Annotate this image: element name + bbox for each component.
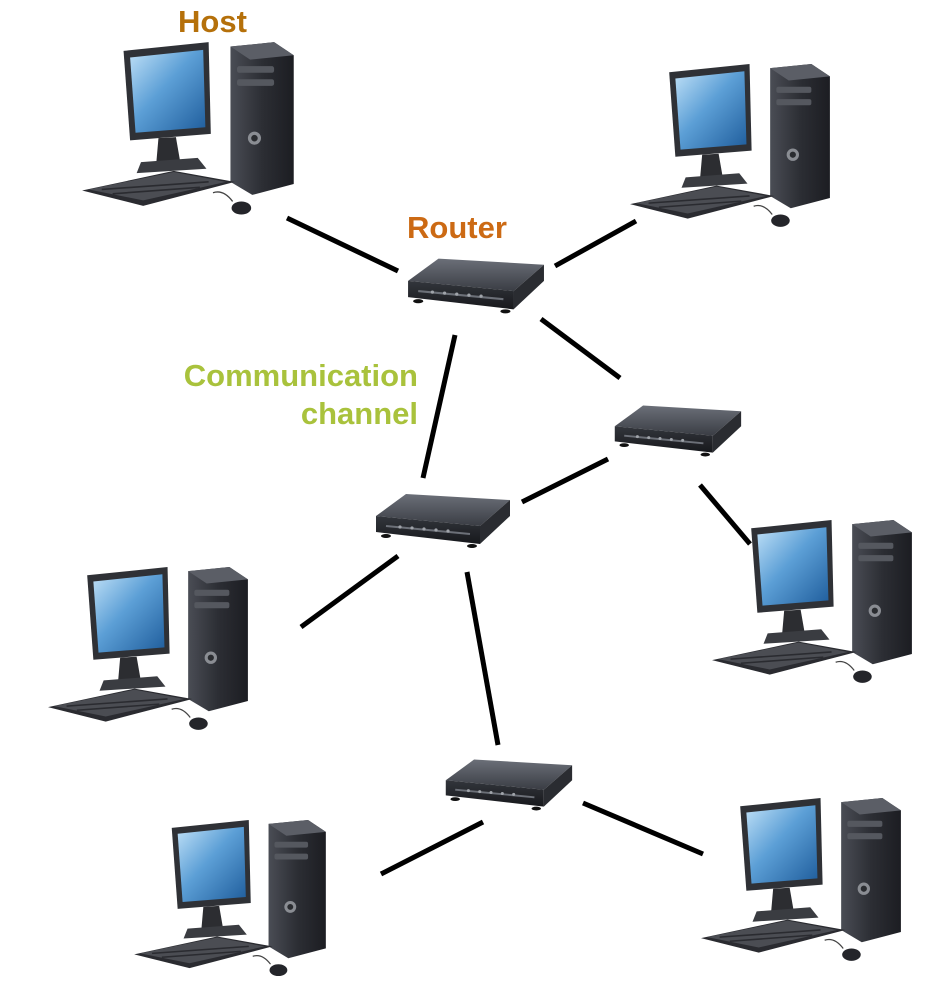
host-top-left (81, 41, 295, 216)
host-top-right (628, 63, 831, 228)
link-router-1-router-3 (420, 334, 458, 479)
channel-label-line-1: Communication (183, 358, 418, 393)
link-router-1-router-2 (539, 316, 622, 381)
link-router-1-host-top-right (553, 218, 638, 269)
link-router-4-host-bottom-left (379, 819, 485, 877)
router-2 (613, 404, 743, 458)
host-label: Host (178, 4, 247, 39)
link-router-4-host-bottom-right (582, 800, 704, 857)
link-router-3-router-2 (520, 456, 610, 505)
host-mid-left (47, 566, 249, 731)
link-host-top-left-router-1 (285, 215, 400, 274)
host-mid-right (711, 519, 913, 684)
host-bottom-left (133, 818, 327, 978)
communication-channel-label: Communication channel (130, 357, 418, 433)
links (285, 215, 752, 877)
link-router-2-host-mid-right (698, 483, 752, 546)
channel-label-line-2: channel (300, 396, 418, 431)
router-1 (407, 257, 546, 315)
router-label: Router (407, 210, 507, 245)
link-router-3-router-4 (464, 571, 501, 746)
link-router-3-host-mid-left (299, 553, 400, 630)
host-bottom-right (699, 797, 902, 962)
router-4 (444, 758, 574, 812)
router-3 (374, 492, 512, 550)
